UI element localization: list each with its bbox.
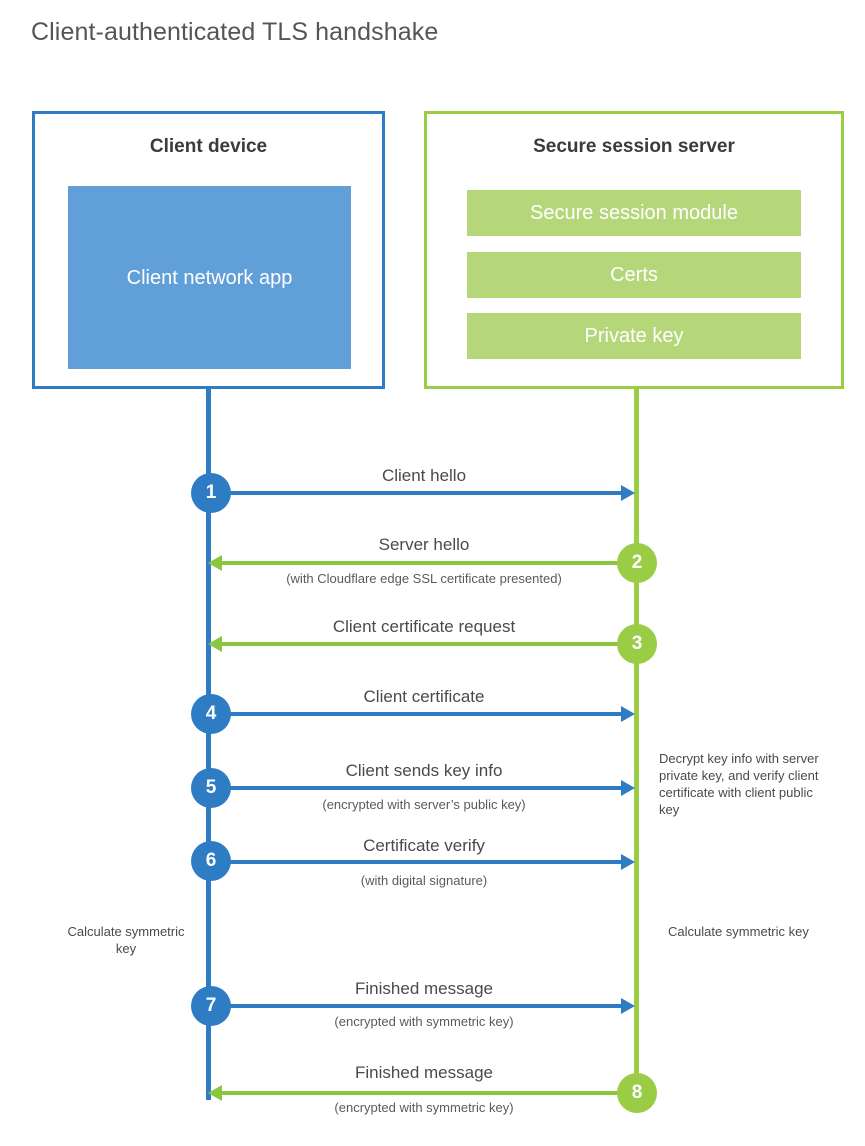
step-2-badge: 2 [617, 543, 657, 583]
step-5-sublabel: (encrypted with server’s public key) [322, 797, 526, 812]
step-2-label: Server hello [378, 535, 470, 554]
page-title: Client-authenticated TLS handshake [31, 18, 439, 46]
step-6-arrow-line [211, 860, 621, 864]
client-lifeline [206, 389, 211, 1100]
client-network-app-block: Client network app [68, 186, 351, 369]
step-7-sublabel: (encrypted with symmetric key) [334, 1014, 514, 1029]
step-4-arrow-line [211, 712, 621, 716]
step-6-sublabel: (with digital signature) [360, 873, 488, 888]
server-bar-secure-session-module: Secure session module [467, 190, 801, 236]
step-6-arrow-head-icon [621, 854, 635, 870]
step-5-arrow-head-icon [621, 780, 635, 796]
step-4-label: Client certificate [363, 687, 485, 706]
step-8-arrow-head-icon [208, 1085, 222, 1101]
step-6-label: Certificate verify [363, 836, 485, 855]
step-1-arrow-line [211, 491, 621, 495]
step-3-label: Client certificate request [332, 617, 516, 636]
server-bar-private-key: Private key [467, 313, 801, 359]
client-device-title: Client device [149, 136, 268, 157]
step-3-badge: 3 [617, 624, 657, 664]
step-5-badge: 5 [191, 768, 231, 808]
client-device-box: Client device Client network app [32, 111, 385, 389]
server-calculate-symmetric-key-annotation: Calculate symmetric key [668, 924, 809, 939]
step-1-badge: 1 [191, 473, 231, 513]
server-bar-certs: Certs [467, 252, 801, 298]
server-lifeline [634, 389, 639, 1095]
step-4-arrow-head-icon [621, 706, 635, 722]
step-8-badge: 8 [617, 1073, 657, 1113]
step-3-arrow-line [222, 642, 637, 646]
step-1-label: Client hello [381, 466, 467, 485]
step-2-sublabel: (with Cloudflare edge SSL certificate pr… [286, 571, 562, 586]
step-8-label: Finished message [355, 1063, 493, 1082]
step-6-badge: 6 [191, 841, 231, 881]
step-7-arrow-line [211, 1004, 621, 1008]
secure-session-server-title: Secure session server [533, 136, 735, 157]
step-2-arrow-line [222, 561, 637, 565]
secure-session-server-box: Secure session server Secure session mod… [424, 111, 844, 389]
step-8-sublabel: (encrypted with symmetric key) [334, 1100, 514, 1115]
step-4-badge: 4 [191, 694, 231, 734]
client-calculate-symmetric-key-annotation: Calculate symmetric key [67, 924, 185, 956]
step-7-label: Finished message [355, 979, 493, 998]
step-5-arrow-line [211, 786, 621, 790]
step-8-arrow-line [222, 1091, 637, 1095]
step-3-arrow-head-icon [208, 636, 222, 652]
step-5-label: Client sends key info [345, 761, 503, 780]
step-2-arrow-head-icon [208, 555, 222, 571]
server-decrypt-annotation: Decrypt key info with server private key… [659, 751, 819, 817]
step-7-arrow-head-icon [621, 998, 635, 1014]
step-1-arrow-head-icon [621, 485, 635, 501]
step-7-badge: 7 [191, 986, 231, 1026]
